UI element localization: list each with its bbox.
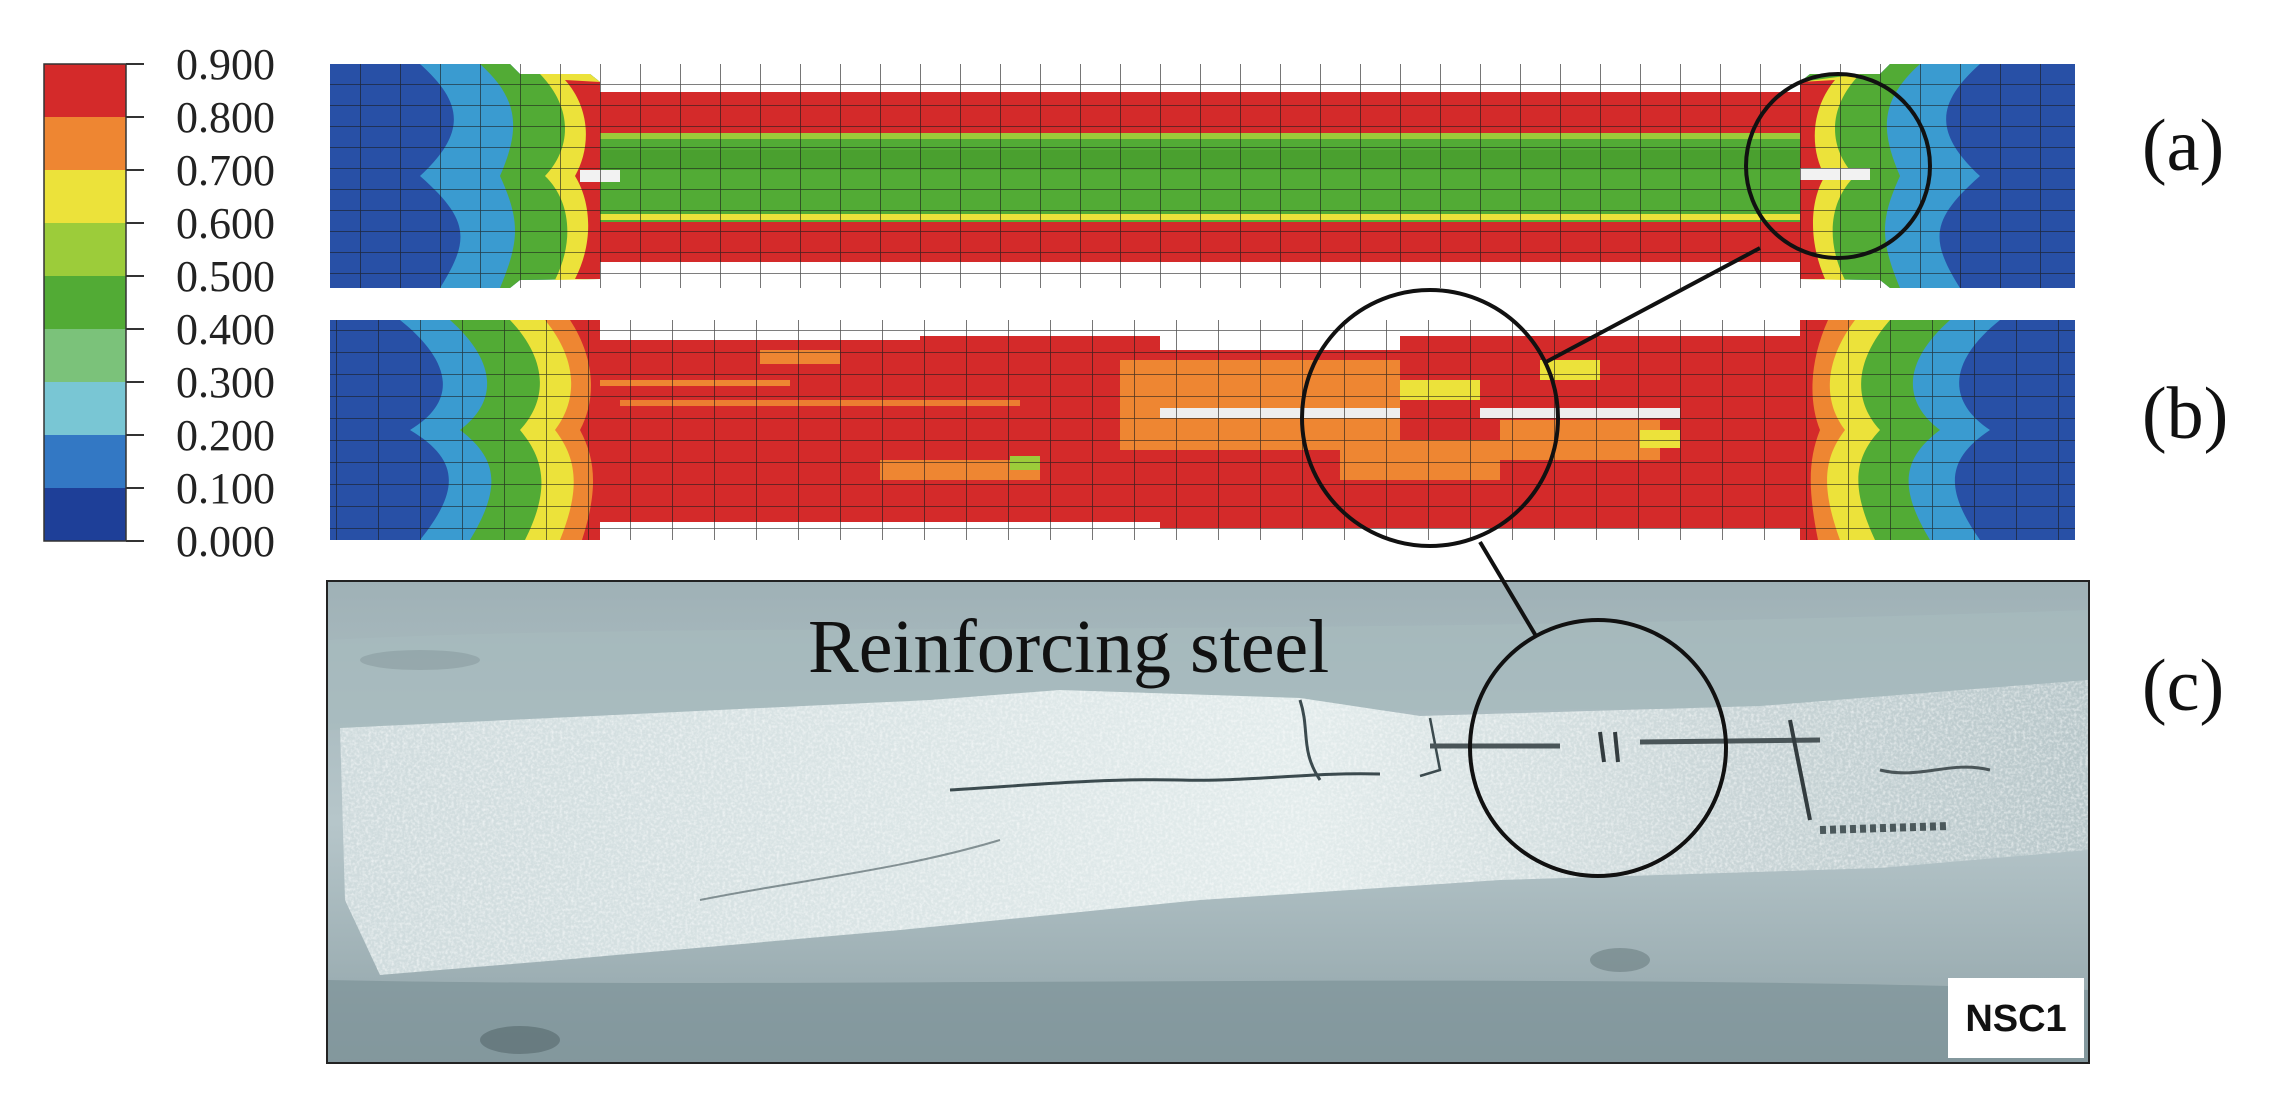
legend-swatch: [44, 276, 126, 330]
specimen-badge-label: NSC1: [1965, 998, 2066, 1040]
legend-swatch: [44, 223, 126, 277]
specimen-photo-panel-c: NSC1 Reinforcing steel: [326, 580, 2090, 1064]
legend-swatch: [44, 170, 126, 224]
legend-frame: [43, 63, 127, 542]
legend-swatch: [44, 329, 126, 383]
color-legend: 0.9000.8000.7000.6000.5000.4000.3000.200…: [43, 40, 275, 566]
legend-ticks: 0.9000.8000.7000.6000.5000.4000.3000.200…: [126, 40, 275, 566]
legend-tick-label: 0.500: [176, 252, 275, 301]
legend-tick-label: 0.300: [176, 358, 275, 407]
legend-tick-label: 0.200: [176, 411, 275, 460]
connector-a-b: [1545, 246, 1761, 364]
legend-tick-label: 0.800: [176, 93, 275, 142]
panel-label-a: (a): [2142, 105, 2224, 187]
callout-circle-b: [1300, 288, 1560, 548]
legend-tick-label: 0.000: [176, 517, 275, 566]
legend-swatch: [44, 435, 126, 489]
callout-circles: [1300, 72, 1932, 878]
callout-circle-a: [1744, 72, 1932, 260]
fe-model-panel-a: [330, 64, 2075, 288]
legend-swatch: [44, 117, 126, 171]
legend-tick-label: 0.900: [176, 40, 275, 89]
legend-tick-label: 0.600: [176, 199, 275, 248]
legend-swatch: [44, 382, 126, 436]
legend-swatches: [44, 64, 126, 542]
legend-tick-label: 0.400: [176, 305, 275, 354]
panel-label-c: (c): [2142, 645, 2224, 727]
legend-tick-label: 0.100: [176, 464, 275, 513]
legend-swatch: [44, 488, 126, 542]
legend-tick-label: 0.700: [176, 146, 275, 195]
reinforcing-steel-label: Reinforcing steel: [808, 605, 1329, 689]
specimen-badge: [1948, 978, 2084, 1058]
callout-circle-c: [1468, 618, 1728, 878]
panel-label-b: (b): [2142, 373, 2228, 455]
connector-b-c: [1478, 540, 1538, 638]
legend-swatch: [44, 64, 126, 118]
fe-model-panel-b: [330, 320, 2075, 540]
